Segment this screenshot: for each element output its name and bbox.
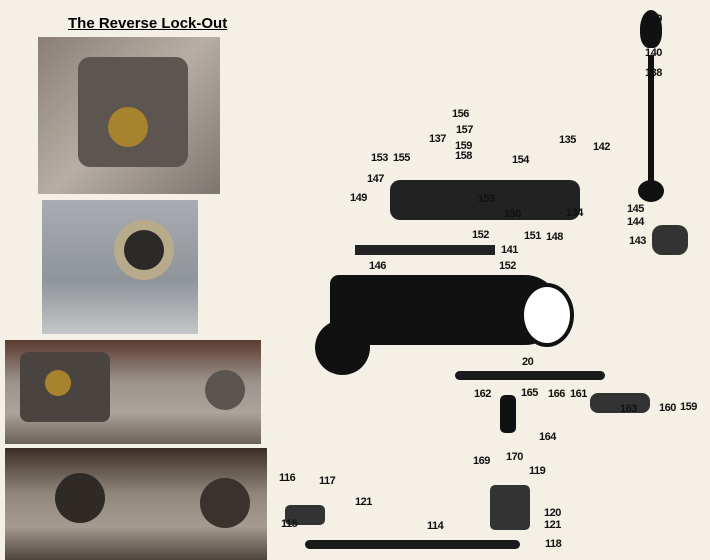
part-label: 149 <box>350 192 367 204</box>
part-label: 146 <box>369 260 386 272</box>
part-label: 157 <box>456 124 473 136</box>
part-label: 143 <box>629 235 646 247</box>
reverse-lockout-cover-photo <box>38 37 220 194</box>
part-label: 154 <box>512 154 529 166</box>
part-label: 135 <box>559 134 576 146</box>
lockout-housing-photo <box>42 200 198 334</box>
part-label: 136 <box>499 275 516 287</box>
part-label: 140 <box>645 47 662 59</box>
part-label: 156 <box>452 108 469 120</box>
part-label: 155 <box>478 193 495 205</box>
part-label: 153 <box>371 152 388 164</box>
part-label: 164 <box>539 431 556 443</box>
part-label: 160 <box>659 402 676 414</box>
remote-housing-photo <box>5 448 267 560</box>
part-label: 141 <box>501 244 518 256</box>
part-label: 121 <box>544 519 561 531</box>
part-label: 120 <box>544 507 561 519</box>
part-label: 159 <box>680 401 697 413</box>
part-label: 121 <box>355 496 372 508</box>
part-label: 20 <box>522 356 534 368</box>
part-label: 144 <box>627 216 644 228</box>
part-label: 166 <box>548 388 565 400</box>
part-label: 115 <box>281 518 298 530</box>
part-label: 162 <box>474 388 491 400</box>
part-label: 137 <box>429 133 446 145</box>
part-label: 152 <box>472 229 489 241</box>
part-label: 158 <box>455 150 472 162</box>
part-label: 152 <box>499 260 516 272</box>
part-label: 118 <box>545 538 562 550</box>
part-label: 139 <box>645 13 662 25</box>
part-label: 138 <box>645 67 662 79</box>
part-label: 145 <box>627 203 644 215</box>
part-label: 163 <box>620 403 637 415</box>
part-label: 142 <box>593 141 610 153</box>
page-title: The Reverse Lock-Out <box>68 15 228 32</box>
part-label: 165 <box>521 387 538 399</box>
part-label: 117 <box>319 475 336 487</box>
part-label: 134 <box>566 207 583 219</box>
part-label: 170 <box>506 451 523 463</box>
gear-selector-assembly-photo <box>5 340 261 444</box>
part-label: 147 <box>367 173 384 185</box>
part-label: 169 <box>473 455 490 467</box>
part-label: 159 <box>455 140 472 152</box>
part-label: 150 <box>504 208 521 220</box>
part-label: 114 <box>427 520 444 532</box>
part-label: 161 <box>570 388 587 400</box>
part-label: 151 <box>524 230 541 242</box>
part-label: 148 <box>546 231 563 243</box>
part-label: 116 <box>279 472 296 484</box>
part-label: 155 <box>393 152 410 164</box>
part-label: 119 <box>529 465 546 477</box>
